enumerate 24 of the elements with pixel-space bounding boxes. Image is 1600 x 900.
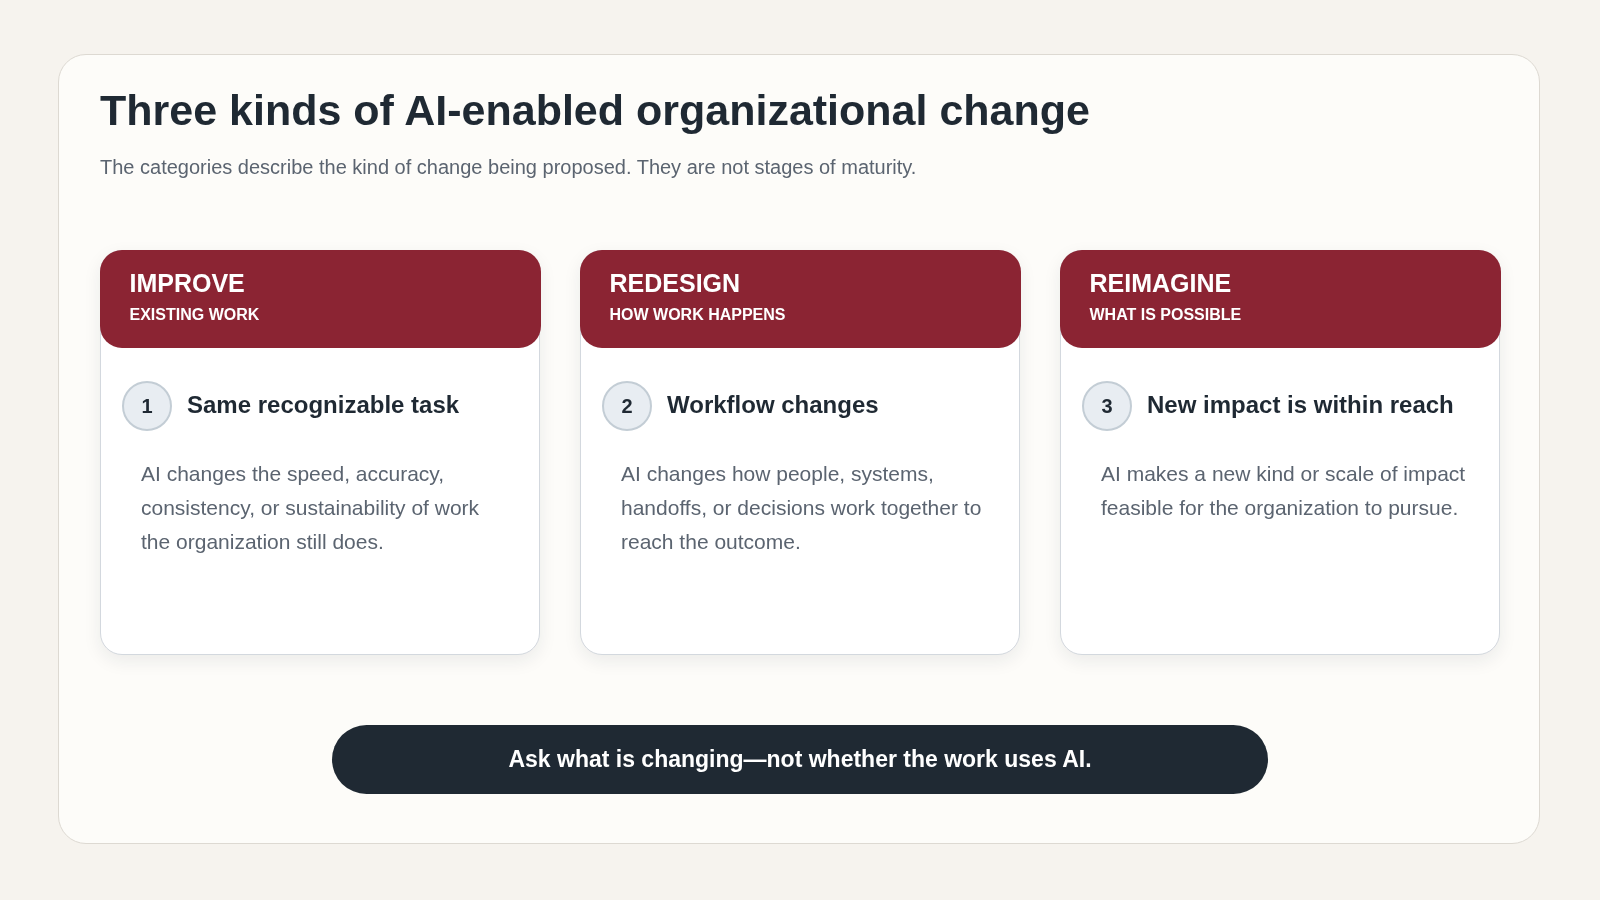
subtitle: The categories describe the kind of change being proposed. They are not stages of maturity. bbox=[100, 155, 917, 180]
takeaway-banner: Ask what is changing—not whether the work uses AI. bbox=[332, 725, 1268, 794]
category-subtitle: WHAT IS POSSIBLE bbox=[1089, 304, 1242, 324]
header-band bbox=[1059, 249, 1501, 348]
card-heading: Same recognizable task bbox=[187, 391, 460, 420]
header-band bbox=[99, 249, 541, 348]
title: Three kinds of AI-enabled organizational change bbox=[100, 86, 1090, 136]
category-subtitle: EXISTING WORK bbox=[129, 304, 260, 324]
category-name: REIMAGINE bbox=[1089, 267, 1232, 298]
card-description: AI changes the speed, accuracy, consistency, or sustainability of work the organization still does. bbox=[141, 461, 481, 555]
card-description: AI changes how people, systems, handoffs, or decisions work together to reach the outcome. bbox=[621, 461, 983, 555]
header-band bbox=[579, 249, 1021, 348]
number-circle: 2 bbox=[602, 381, 652, 431]
number-circle: 1 bbox=[122, 381, 172, 431]
category-card bbox=[100, 250, 540, 655]
category-name: REDESIGN bbox=[609, 267, 741, 298]
card-description: AI makes a new kind or scale of impact feasible for the organization to pursue. bbox=[1101, 461, 1466, 521]
category-card bbox=[580, 250, 1020, 655]
category-card bbox=[1060, 250, 1500, 655]
category-name: IMPROVE bbox=[129, 267, 245, 298]
card-heading: New impact is within reach bbox=[1147, 391, 1454, 420]
number-circle: 3 bbox=[1082, 381, 1132, 431]
card-heading: Workflow changes bbox=[667, 391, 879, 420]
category-subtitle: HOW WORK HAPPENS bbox=[609, 304, 786, 324]
